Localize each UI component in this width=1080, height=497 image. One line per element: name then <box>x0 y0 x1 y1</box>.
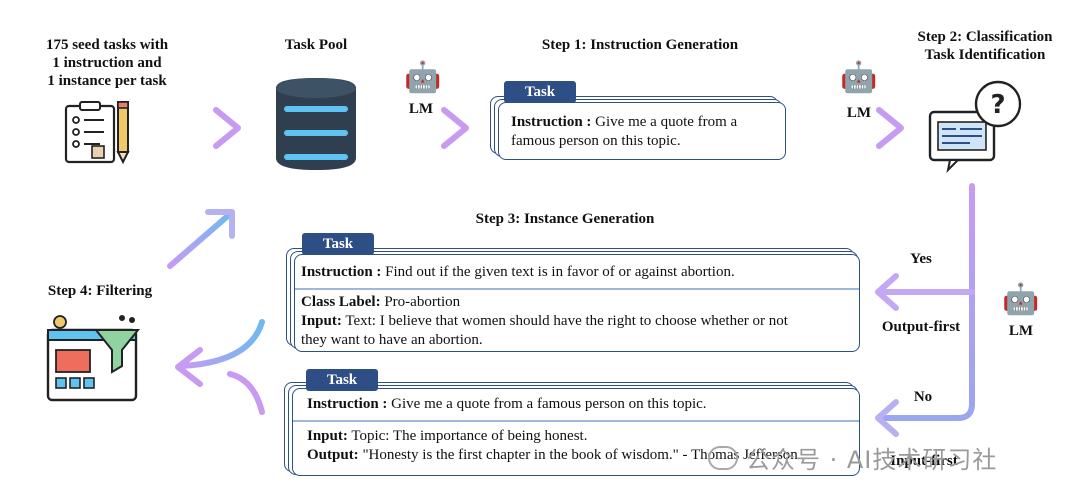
step2-line-2: Task Identification <box>924 47 1046 63</box>
arrow-step2-down <box>875 183 975 437</box>
task-pool-label: Task Pool <box>284 37 348 53</box>
seed-line-1: 175 seed tasks with <box>45 37 169 53</box>
input-first-label: Input-first <box>890 453 958 469</box>
class-label-value: Pro-abortion <box>380 294 461 310</box>
instruction-value: Give me a quote from a famous person on … <box>387 396 707 412</box>
no-label: No <box>913 389 933 405</box>
input-key: Input: <box>307 428 348 444</box>
class-label-key: Class Label: <box>301 294 381 310</box>
lm-label-1: LM <box>408 101 434 117</box>
card1-body: Class Label: Pro-abortion Input: Text: I… <box>301 293 857 350</box>
step4-title: Step 4: Filtering <box>47 283 153 299</box>
arrow-filter-to-pool <box>167 209 235 269</box>
lm-label-3: LM <box>1008 323 1034 339</box>
arrow-step1-to-step2 <box>815 107 904 149</box>
arrow-seed-to-pool <box>155 107 241 149</box>
card2-instruction: Instruction : Give me a quote from a fam… <box>307 395 855 414</box>
robot-icon: 🤖 <box>840 60 878 95</box>
step1-task-card: Instruction : Give me a quote from a fam… <box>498 102 786 160</box>
instruction-key: Instruction : <box>511 114 592 130</box>
watermark: 公众号 · AI技术研习社 <box>708 440 997 475</box>
card2-body: Input: Topic: The importance of being ho… <box>307 427 855 465</box>
robot-icon: 🤖 <box>1002 282 1040 317</box>
input-value: Text: I believe that women should have t… <box>341 313 788 329</box>
step2-title: Step 2: Classification Task Identificati… <box>900 28 1070 64</box>
step1-task-tab: Task <box>504 81 576 103</box>
seed-tasks-label: 175 seed tasks with 1 instruction and 1 … <box>22 36 192 90</box>
classification-chat-icon: ? <box>928 80 1022 174</box>
step3-title: Step 3: Instance Generation <box>475 211 655 227</box>
robot-icon: 🤖 <box>404 60 442 95</box>
svg-text:?: ? <box>990 90 1005 120</box>
card1-instruction: Instruction : Find out if the given text… <box>301 263 853 282</box>
yes-label: Yes <box>910 251 932 267</box>
seed-line-2: 1 instruction and <box>52 55 162 71</box>
arrow-pool-to-step1 <box>381 107 469 149</box>
input-value: Topic: The importance of being honest. <box>347 428 588 444</box>
output-value: "Honesty is the first chapter in the boo… <box>358 447 798 463</box>
step1-instruction: Instruction : Give me a quote from a fam… <box>511 113 781 151</box>
database-icon <box>276 78 356 170</box>
filter-funnel-icon <box>46 315 141 402</box>
step3-task-card-2: Instruction : Give me a quote from a fam… <box>292 388 860 476</box>
instruction-value-line2: famous person on this topic. <box>511 133 681 149</box>
input-value-line2: they want to have an abortion. <box>301 332 483 348</box>
instruction-key: Instruction : <box>301 264 382 280</box>
card1-divider <box>295 288 859 290</box>
instruction-key: Instruction : <box>307 396 388 412</box>
watermark-text: 公众号 · AI技术研习社 <box>746 446 998 474</box>
clipboard-list-icon <box>64 101 130 165</box>
step2-line-1: Step 2: Classification <box>917 29 1053 45</box>
instruction-value: Give me a quote from a <box>591 114 738 130</box>
seed-line-3: 1 instance per task <box>47 73 167 89</box>
step1-title: Step 1: Instruction Generation <box>541 37 739 53</box>
step3-card2-task-tab: Task <box>306 369 378 391</box>
card2-divider <box>293 420 859 422</box>
arrow-step3-to-filter <box>175 319 265 415</box>
input-key: Input: <box>301 313 342 329</box>
wechat-icon <box>708 446 738 470</box>
step3-task-card-1: Instruction : Find out if the given text… <box>294 254 860 352</box>
lm-label-2: LM <box>846 105 872 121</box>
output-first-label: Output-first <box>881 319 961 335</box>
instruction-value: Find out if the given text is in favor o… <box>381 264 735 280</box>
output-key: Output: <box>307 447 359 463</box>
step3-card1-task-tab: Task <box>302 233 374 255</box>
